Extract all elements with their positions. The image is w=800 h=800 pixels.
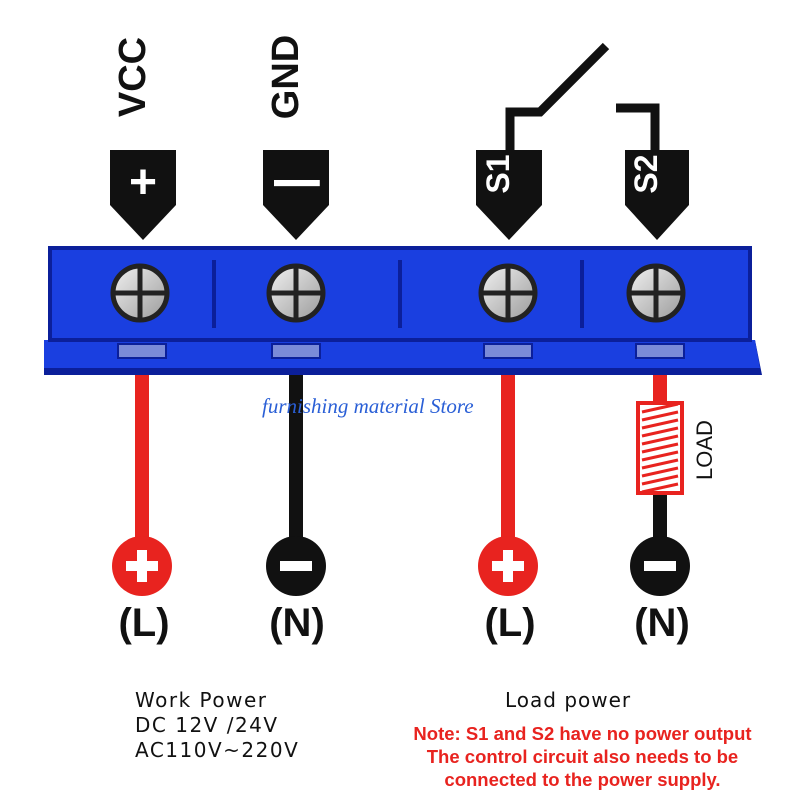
gnd-minus-symbol: | — [267, 176, 320, 189]
note-text: Note: S1 and S2 have no power output The… — [370, 722, 795, 791]
s1-polarity-plus — [478, 536, 538, 596]
vcc-line-label: (L) — [118, 601, 169, 645]
load-label: LOAD — [692, 420, 717, 480]
vcc-tag — [110, 150, 176, 240]
gnd-polarity-minus — [266, 536, 326, 596]
work-power-spec: Work Power DC 12V /24V AC110V~220V — [135, 688, 299, 763]
note-line-3: connected to the power supply. — [444, 769, 721, 790]
vcc-label: VCC — [112, 37, 154, 117]
s1-tag — [476, 150, 542, 240]
s1-line-label: (L) — [484, 601, 535, 645]
vcc-polarity-plus — [112, 536, 172, 596]
switch-symbol — [505, 42, 660, 150]
screw-vcc — [110, 263, 170, 323]
note-line-1: Note: S1 and S2 have no power output — [413, 723, 752, 744]
gnd-line-label: (N) — [269, 601, 325, 645]
watermark: furnishing material Store — [262, 394, 474, 418]
screw-s1 — [478, 263, 538, 323]
load-power-title: Load power — [505, 688, 632, 712]
note-line-2: The control circuit also needs to be — [426, 746, 739, 767]
vcc-plus-symbol: + — [129, 156, 157, 209]
screw-gnd — [266, 263, 326, 323]
s2-tag-label: S2 — [628, 154, 664, 193]
s2-line-label: (N) — [634, 601, 690, 645]
work-power-ac: AC110V~220V — [135, 738, 300, 762]
gnd-tag — [263, 150, 329, 240]
s1-tag-label: S1 — [480, 154, 516, 193]
screw-s2 — [626, 263, 686, 323]
gnd-label: GND — [265, 35, 307, 119]
load-coil — [636, 401, 684, 495]
s2-polarity-minus — [630, 536, 690, 596]
work-power-title: Work Power — [135, 688, 268, 712]
s2-tag — [625, 150, 689, 240]
work-power-dc: DC 12V /24V — [135, 713, 279, 737]
